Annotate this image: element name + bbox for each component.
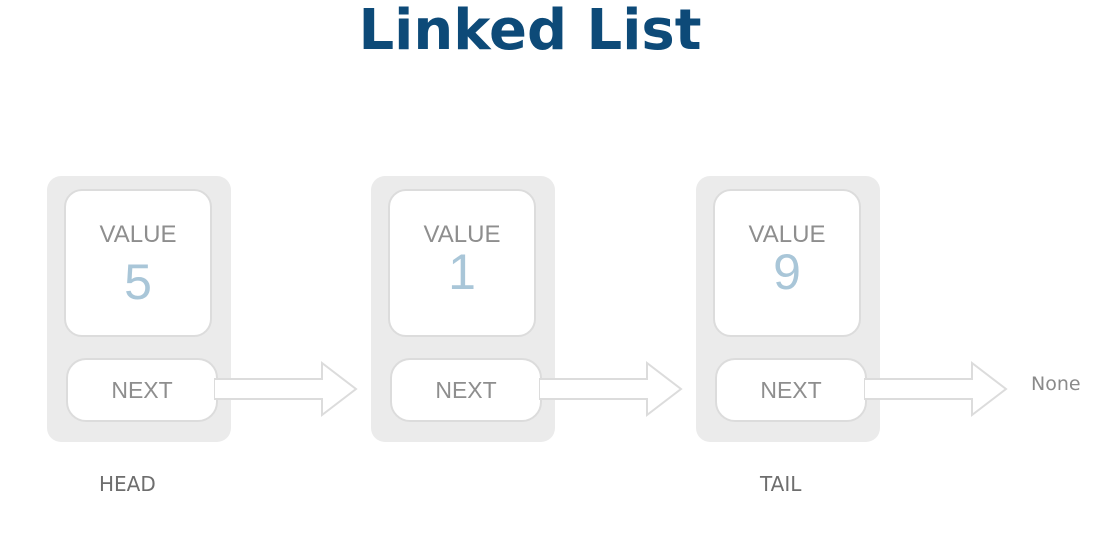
tail-label: TAIL <box>760 472 802 496</box>
next-box-3: NEXT <box>715 358 867 422</box>
pointer-arrow-3 <box>864 360 1008 418</box>
value-label-2: VALUE <box>423 221 501 248</box>
value-number-3: 9 <box>773 244 801 300</box>
pointer-arrow-1 <box>214 360 358 418</box>
value-box-2: VALUE 1 <box>388 189 536 337</box>
next-label-3: NEXT <box>760 377 822 403</box>
value-number-1: 5 <box>124 254 152 310</box>
list-node-2: VALUE 1 NEXT <box>371 176 555 442</box>
next-label-1: NEXT <box>111 377 173 403</box>
pointer-arrow-2 <box>539 360 683 418</box>
value-box-3: VALUE 9 <box>713 189 861 337</box>
diagram-title: Linked List <box>358 0 702 63</box>
value-box-1: VALUE 5 <box>64 189 212 337</box>
value-label-3: VALUE <box>748 221 826 248</box>
next-label-2: NEXT <box>435 377 497 403</box>
value-number-2: 1 <box>448 244 476 300</box>
next-box-2: NEXT <box>390 358 542 422</box>
none-terminal-label: None <box>1031 373 1081 395</box>
list-node-3: VALUE 9 NEXT <box>696 176 880 442</box>
list-node-1: VALUE 5 NEXT <box>47 176 231 442</box>
value-label-1: VALUE <box>99 221 177 248</box>
next-box-1: NEXT <box>66 358 218 422</box>
head-label: HEAD <box>99 472 156 496</box>
